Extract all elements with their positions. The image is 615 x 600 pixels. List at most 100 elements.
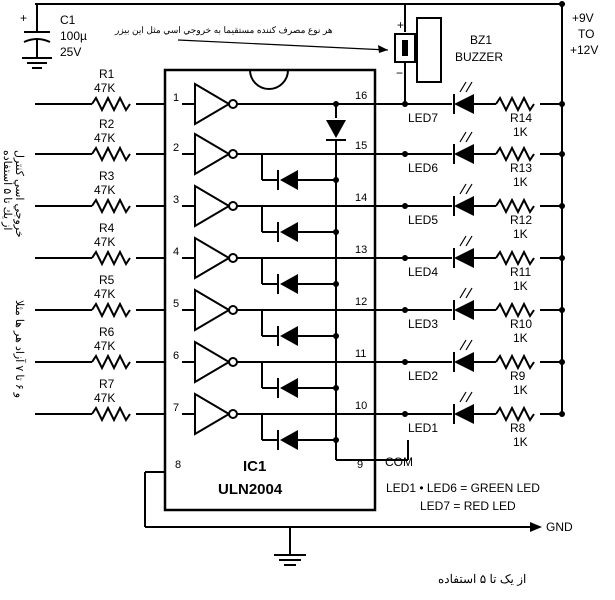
input-pin-number: 5 — [173, 298, 179, 310]
output-pin-number: 15 — [355, 140, 367, 152]
output-pin-number: 16 — [355, 90, 367, 102]
led-ref: LED5 — [408, 213, 438, 227]
led-resistor-ref: R11 — [510, 265, 531, 279]
gnd-label: GND — [546, 520, 573, 534]
buzzer-minus: − — [396, 66, 403, 80]
clamp-diode — [280, 170, 298, 190]
bottom-note: از يک تا ۵ استفاده — [438, 572, 526, 586]
input-resistor-ref: R7 — [99, 377, 115, 391]
side-note-right1: و ۶ تا ۷ آزاد هر ها مثلا — [13, 300, 26, 398]
led-resistor-ref: R13 — [510, 161, 532, 175]
side-note-left1: خروجي اسي كنترل — [13, 150, 25, 238]
svg-text:+: + — [20, 11, 27, 25]
led-ref: LED1 — [408, 421, 438, 435]
ic-part: ULN2004 — [218, 481, 283, 498]
led-resistor-value: 1K — [513, 383, 528, 397]
input-pin-number: 3 — [173, 194, 179, 206]
input-resistor-value: 47K — [94, 183, 115, 197]
ic-notch — [249, 69, 289, 90]
led-resistor-value: 1K — [513, 125, 528, 139]
led-symbol — [454, 300, 474, 320]
input-resistor-ref: R6 — [99, 325, 115, 339]
output-pin-number: 13 — [355, 244, 367, 256]
led-ref: LED3 — [408, 317, 438, 331]
led-symbol — [454, 352, 474, 372]
legend-line2: LED7 = RED LED — [420, 499, 516, 513]
led-resistor-ref: R14 — [510, 111, 532, 125]
legend-line1: LED1 • LED6 = GREEN LED — [386, 481, 540, 495]
led-ref: LED6 — [408, 161, 438, 175]
supply-line1: +9V — [572, 11, 594, 25]
buzzer-bz1: + − BZ1 BUZZER — [394, 4, 503, 104]
output-pin-number: 11 — [355, 348, 366, 360]
note-arrow — [177, 39, 389, 51]
c1-ref: C1 — [60, 13, 76, 27]
clamp-diode — [280, 222, 298, 242]
led-resistor-value: 1K — [513, 279, 528, 293]
ic-body — [163, 68, 377, 512]
led-resistor-ref: R8 — [510, 421, 526, 435]
led-symbol — [454, 94, 474, 114]
input-resistor-value: 47K — [94, 339, 115, 353]
input-resistor-value: 47K — [94, 81, 115, 95]
pin-8: 8 — [175, 459, 181, 471]
input-resistor-value: 47K — [94, 131, 115, 145]
input-resistor-ref: R2 — [99, 117, 115, 131]
c1-value: 100µ — [60, 29, 87, 43]
input-pin-number: 4 — [173, 246, 179, 258]
input-pin-number: 2 — [173, 142, 179, 154]
led-resistor-ref: R12 — [510, 213, 532, 227]
pin-9: 9 — [357, 459, 363, 471]
input-resistor-value: 47K — [94, 391, 115, 405]
led-symbol — [454, 248, 474, 268]
led-resistor-value: 1K — [513, 331, 528, 345]
led-ref: LED2 — [408, 369, 438, 383]
led-resistor-value: 1K — [513, 435, 528, 449]
led-resistor-value: 1K — [513, 175, 528, 189]
input-pin-number: 7 — [173, 402, 179, 414]
supply-line3: +12V — [570, 43, 598, 57]
buzzer-note: هر نوع مصرف كننده مستقيما به خروجي اسي م… — [114, 25, 333, 36]
buzzer-name: BUZZER — [455, 50, 503, 64]
buzzer-ref: BZ1 — [470, 33, 492, 47]
input-resistor-value: 47K — [94, 287, 115, 301]
capacitor-c1: + C1 100µ 25V — [20, 4, 87, 69]
input-pin-number: 6 — [173, 350, 179, 362]
ic-ref: IC1 — [243, 458, 266, 475]
buzzer-plus: + — [397, 18, 404, 32]
led-ref: LED4 — [408, 265, 438, 279]
input-resistor-ref: R3 — [99, 169, 115, 183]
suppression-diode — [326, 104, 375, 461]
side-note-left2: از يك تا ۵ استفاده — [1, 150, 13, 230]
output-pin-number: 10 — [355, 400, 367, 412]
input-resistor-value: 47K — [94, 235, 115, 249]
led-ref: LED7 — [408, 111, 438, 125]
clamp-diode — [280, 274, 298, 294]
led-resistor-ref: R9 — [510, 369, 526, 383]
clamp-diode — [280, 326, 298, 346]
input-pin-number: 1 — [173, 92, 179, 104]
clamp-diode — [280, 430, 298, 450]
input-resistor-ref: R5 — [99, 273, 115, 287]
supply-line2: TO — [578, 27, 594, 41]
led-symbol — [454, 196, 474, 216]
output-pin-number: 14 — [355, 192, 367, 204]
led-resistor-value: 1K — [513, 227, 528, 241]
led-symbol — [454, 404, 474, 424]
input-resistor-ref: R1 — [99, 67, 115, 81]
output-pin-number: 12 — [355, 296, 367, 308]
